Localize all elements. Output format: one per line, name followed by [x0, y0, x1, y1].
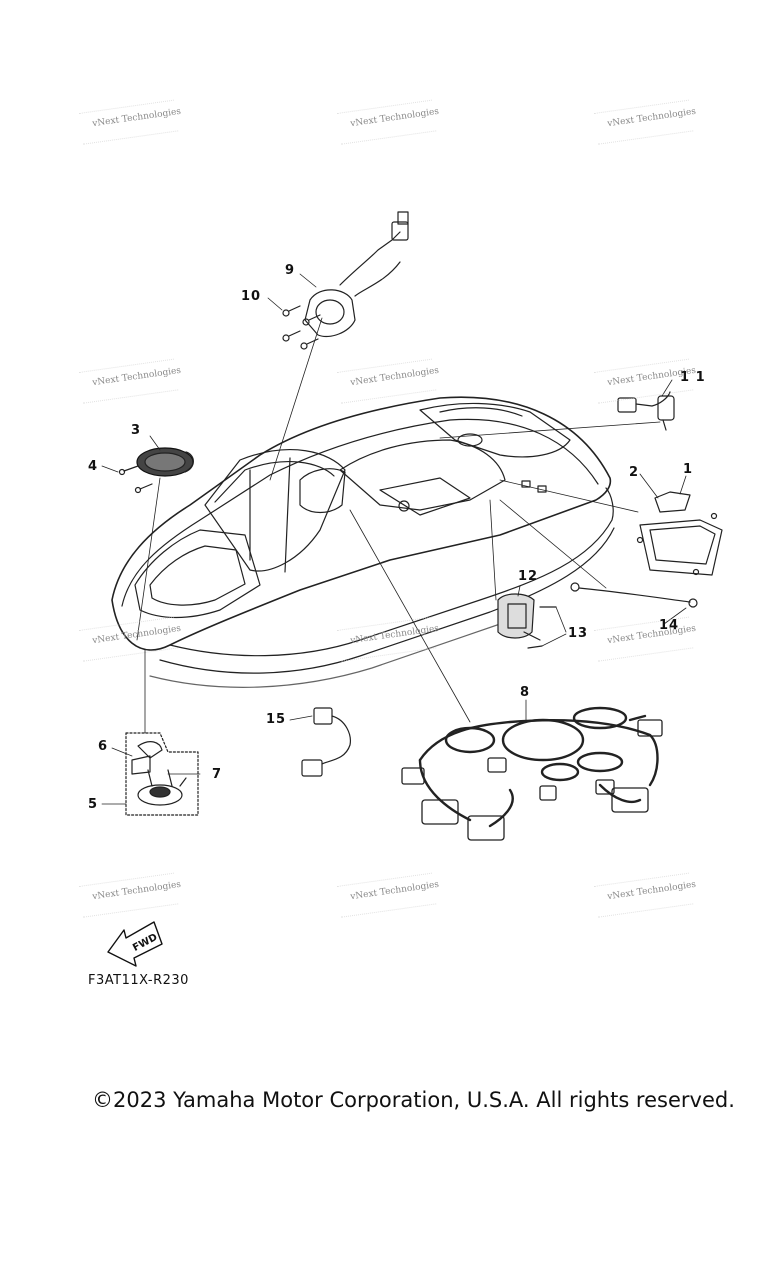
callout-8: 8	[520, 685, 531, 700]
fwd-arrow-icon: FWD	[107, 921, 163, 967]
callout-2: 2	[629, 465, 640, 480]
screws-part-10	[282, 305, 321, 350]
watermark: vNext Technologies	[91, 623, 182, 647]
leader-lines	[101, 273, 687, 805]
callout-14: 14	[659, 618, 680, 633]
sensor-part-11	[617, 391, 675, 431]
copyright-notice: ©2023 Yamaha Motor Corporation, U.S.A. A…	[92, 1088, 735, 1112]
drain-plug-group-parts-5-6-7	[125, 732, 199, 816]
callout-7: 7	[212, 767, 223, 782]
watermark: vNext Technologies	[91, 106, 182, 130]
callout-6: 6	[98, 739, 109, 754]
watermark: vNext Technologies	[349, 623, 440, 647]
drawing-code: F3AT11X-R230	[88, 973, 189, 988]
callout-10: 10	[241, 289, 262, 304]
harness-connectors	[401, 719, 663, 841]
callout-13: 13	[568, 626, 589, 641]
callout-3: 3	[131, 423, 142, 438]
wiring-harness-part-8	[418, 706, 659, 828]
watermark: vNext Technologies	[91, 879, 182, 903]
callout-11: 1 1	[680, 370, 706, 385]
watermark: vNext Technologies	[349, 365, 440, 389]
callout-4: 4	[88, 459, 99, 474]
boat-hull	[111, 396, 615, 688]
watermark: vNext Technologies	[349, 106, 440, 130]
watermark: vNext Technologies	[606, 106, 697, 130]
callout-12: 12	[518, 569, 539, 584]
callout-5: 5	[88, 797, 99, 812]
cable-part-14	[570, 582, 698, 608]
connector-part-15	[301, 707, 351, 777]
speaker-part-3	[118, 447, 194, 494]
callout-1: 1	[683, 462, 694, 477]
switch-part-12	[497, 593, 557, 649]
speaker-housing-part-9	[304, 211, 409, 338]
battery-box-parts-1-2	[636, 491, 723, 576]
watermark: vNext Technologies	[606, 623, 697, 647]
watermark: vNext Technologies	[91, 365, 182, 389]
watermark: vNext Technologies	[606, 879, 697, 903]
watermark: vNext Technologies	[349, 879, 440, 903]
callout-9: 9	[285, 263, 296, 278]
callout-15: 15	[266, 712, 287, 727]
